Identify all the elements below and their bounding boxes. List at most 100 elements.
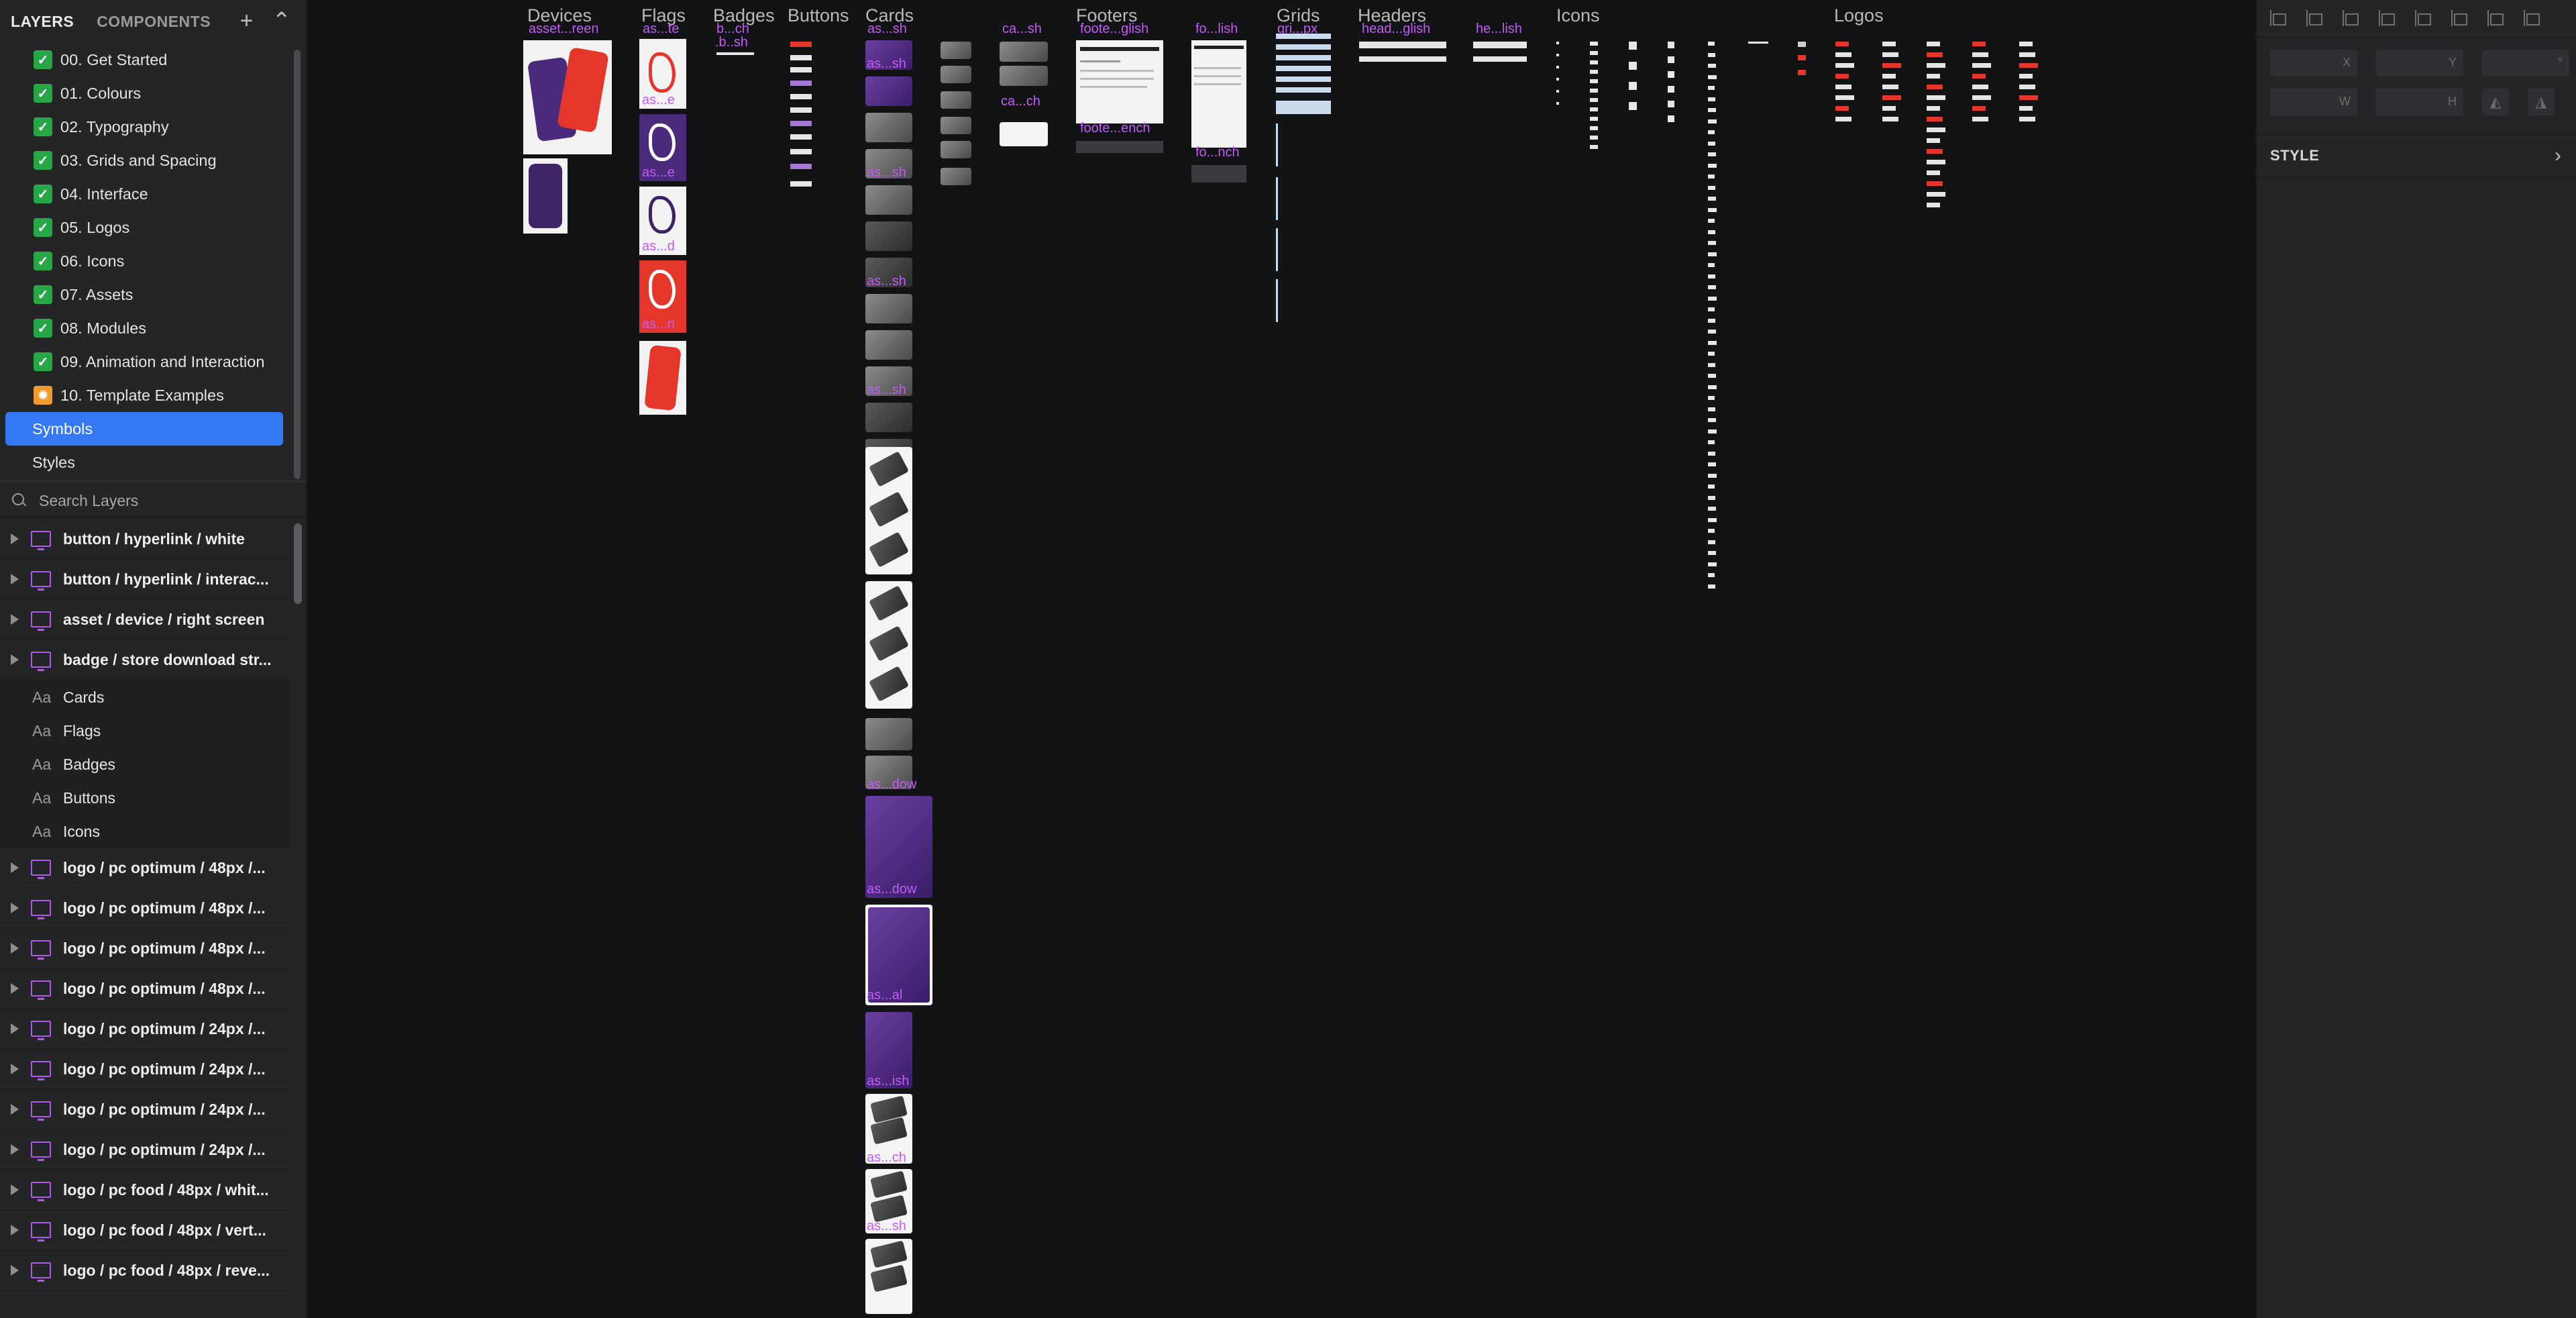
rotation-field[interactable]: ° bbox=[2482, 50, 2569, 77]
grid-line[interactable] bbox=[1276, 228, 1278, 271]
icon-symbol[interactable] bbox=[1668, 56, 1674, 63]
icon-symbol[interactable] bbox=[1708, 551, 1716, 555]
icon-symbol[interactable] bbox=[1629, 62, 1637, 70]
logo-symbol[interactable] bbox=[2019, 85, 2035, 89]
logo-symbol[interactable] bbox=[1972, 95, 1991, 100]
card-thumb[interactable] bbox=[941, 141, 971, 158]
artboard-label[interactable]: fo...lish bbox=[1195, 21, 1238, 36]
header-mobile[interactable] bbox=[1473, 42, 1527, 48]
logo-symbol[interactable] bbox=[1927, 117, 1943, 121]
icon-symbol[interactable] bbox=[1708, 64, 1716, 68]
logo-symbol[interactable] bbox=[1835, 74, 1849, 79]
button-symbol[interactable] bbox=[790, 164, 812, 169]
artboard-footer-mobile[interactable] bbox=[1191, 40, 1246, 148]
artboard-footer-english[interactable] bbox=[1076, 40, 1163, 123]
icon-symbol[interactable] bbox=[1629, 102, 1637, 110]
icon-symbol[interactable] bbox=[1708, 285, 1716, 289]
button-symbol[interactable] bbox=[790, 107, 812, 113]
icon-symbol[interactable] bbox=[1798, 42, 1806, 47]
layer-row[interactable]: logo / pc optimum / 24px /... bbox=[0, 1009, 290, 1050]
logo-symbol[interactable] bbox=[1927, 106, 1940, 111]
logo-symbol[interactable] bbox=[1972, 74, 1986, 79]
logo-symbol[interactable] bbox=[1882, 42, 1896, 46]
footer-french-bar[interactable] bbox=[1076, 141, 1163, 153]
logo-symbol[interactable] bbox=[1927, 52, 1943, 57]
card-symbol[interactable] bbox=[865, 113, 912, 142]
card-thumb[interactable] bbox=[1000, 66, 1048, 86]
logo-symbol[interactable] bbox=[1835, 106, 1849, 111]
icon-symbol[interactable] bbox=[1708, 119, 1717, 123]
layer-row[interactable]: asset / device / right screen bbox=[0, 600, 290, 640]
card-stack[interactable] bbox=[865, 581, 912, 709]
layer-row[interactable]: logo / pc optimum / 48px /... bbox=[0, 848, 290, 889]
icon-symbol[interactable] bbox=[1708, 130, 1715, 134]
layer-row[interactable]: logo / pc optimum / 24px /... bbox=[0, 1130, 290, 1170]
artboard-device-small[interactable] bbox=[523, 158, 568, 234]
icon-symbol[interactable] bbox=[1668, 71, 1674, 78]
icon-symbol[interactable] bbox=[1708, 462, 1716, 466]
logo-symbol[interactable] bbox=[1972, 106, 1986, 111]
pages-scrollbar[interactable] bbox=[294, 50, 301, 479]
icon-symbol[interactable] bbox=[1708, 318, 1715, 323]
page-item[interactable]: ✓03. Grids and Spacing bbox=[0, 144, 295, 177]
icon-symbol[interactable] bbox=[1556, 66, 1559, 68]
logo-symbol[interactable] bbox=[1927, 138, 1940, 143]
artboard-device-right-screen[interactable] bbox=[523, 40, 612, 154]
icon-symbol[interactable] bbox=[1590, 145, 1598, 149]
button-symbol[interactable] bbox=[790, 94, 812, 99]
logo-symbol[interactable] bbox=[2019, 95, 2038, 100]
align-left-icon[interactable] bbox=[2270, 10, 2286, 26]
icon-symbol[interactable] bbox=[1590, 70, 1598, 74]
icon-symbol[interactable] bbox=[1708, 562, 1717, 566]
icon-symbol[interactable] bbox=[1798, 70, 1806, 75]
icon-symbol[interactable] bbox=[1556, 90, 1559, 93]
artboard-flag-white[interactable]: as...e bbox=[639, 39, 686, 109]
logo-symbol[interactable] bbox=[1882, 52, 1898, 57]
icon-symbol[interactable] bbox=[1708, 241, 1716, 245]
disclosure-triangle-icon[interactable] bbox=[11, 614, 19, 625]
button-symbol[interactable] bbox=[790, 121, 812, 126]
align-top-icon[interactable] bbox=[2415, 10, 2431, 26]
grid-symbol[interactable] bbox=[1276, 101, 1331, 114]
layer-row[interactable]: logo / pc food / 48px / vert... bbox=[0, 1211, 290, 1251]
button-symbol[interactable] bbox=[790, 134, 812, 140]
flip-horizontal-icon[interactable]: ◭ bbox=[2482, 89, 2509, 115]
icon-symbol[interactable] bbox=[1708, 152, 1716, 156]
logo-symbol[interactable] bbox=[1882, 106, 1896, 111]
icon-symbol[interactable] bbox=[1708, 473, 1717, 478]
disclosure-triangle-icon[interactable] bbox=[11, 654, 19, 665]
icon-symbol[interactable] bbox=[1708, 584, 1715, 589]
button-symbol[interactable] bbox=[790, 181, 812, 187]
tab-layers[interactable]: LAYERS bbox=[11, 12, 74, 30]
flip-vertical-icon[interactable]: ◮ bbox=[2528, 89, 2555, 115]
disclosure-triangle-icon[interactable] bbox=[11, 1023, 19, 1034]
grid-line[interactable] bbox=[1276, 123, 1278, 166]
page-item[interactable]: ✓02. Typography bbox=[0, 110, 295, 144]
artboard-label[interactable]: ca...sh bbox=[1002, 21, 1042, 36]
page-item[interactable]: ✓01. Colours bbox=[0, 77, 295, 110]
icon-symbol[interactable] bbox=[1590, 89, 1598, 93]
page-item[interactable]: ✓06. Icons bbox=[0, 244, 295, 278]
icon-symbol[interactable] bbox=[1668, 42, 1674, 48]
icon-symbol[interactable] bbox=[1708, 197, 1716, 201]
logo-symbol[interactable] bbox=[1835, 63, 1854, 68]
icon-symbol[interactable] bbox=[1708, 385, 1717, 389]
artboard-label[interactable]: foote...ench bbox=[1080, 121, 1150, 136]
icon-symbol[interactable] bbox=[1708, 418, 1716, 422]
icon-symbol[interactable] bbox=[1668, 101, 1674, 107]
artboard-label[interactable]: foote...glish bbox=[1080, 21, 1149, 36]
logo-symbol[interactable] bbox=[1927, 74, 1940, 79]
button-symbol[interactable] bbox=[790, 55, 812, 60]
card-stack[interactable]: as...sh bbox=[865, 1169, 912, 1233]
header-english[interactable] bbox=[1359, 42, 1446, 48]
collapse-pages-icon[interactable]: ⌃ bbox=[272, 8, 292, 34]
logo-symbol[interactable] bbox=[1882, 74, 1896, 79]
logo-symbol[interactable] bbox=[1835, 85, 1851, 89]
logo-symbol[interactable] bbox=[1972, 52, 1988, 57]
tab-components[interactable]: COMPONENTS bbox=[97, 12, 211, 30]
icon-symbol[interactable] bbox=[1708, 274, 1715, 278]
artboard-label[interactable]: head...glish bbox=[1362, 21, 1431, 36]
icon-symbol[interactable] bbox=[1798, 55, 1806, 60]
icon-symbol[interactable] bbox=[1590, 98, 1598, 102]
y-field[interactable]: Y bbox=[2376, 50, 2463, 77]
